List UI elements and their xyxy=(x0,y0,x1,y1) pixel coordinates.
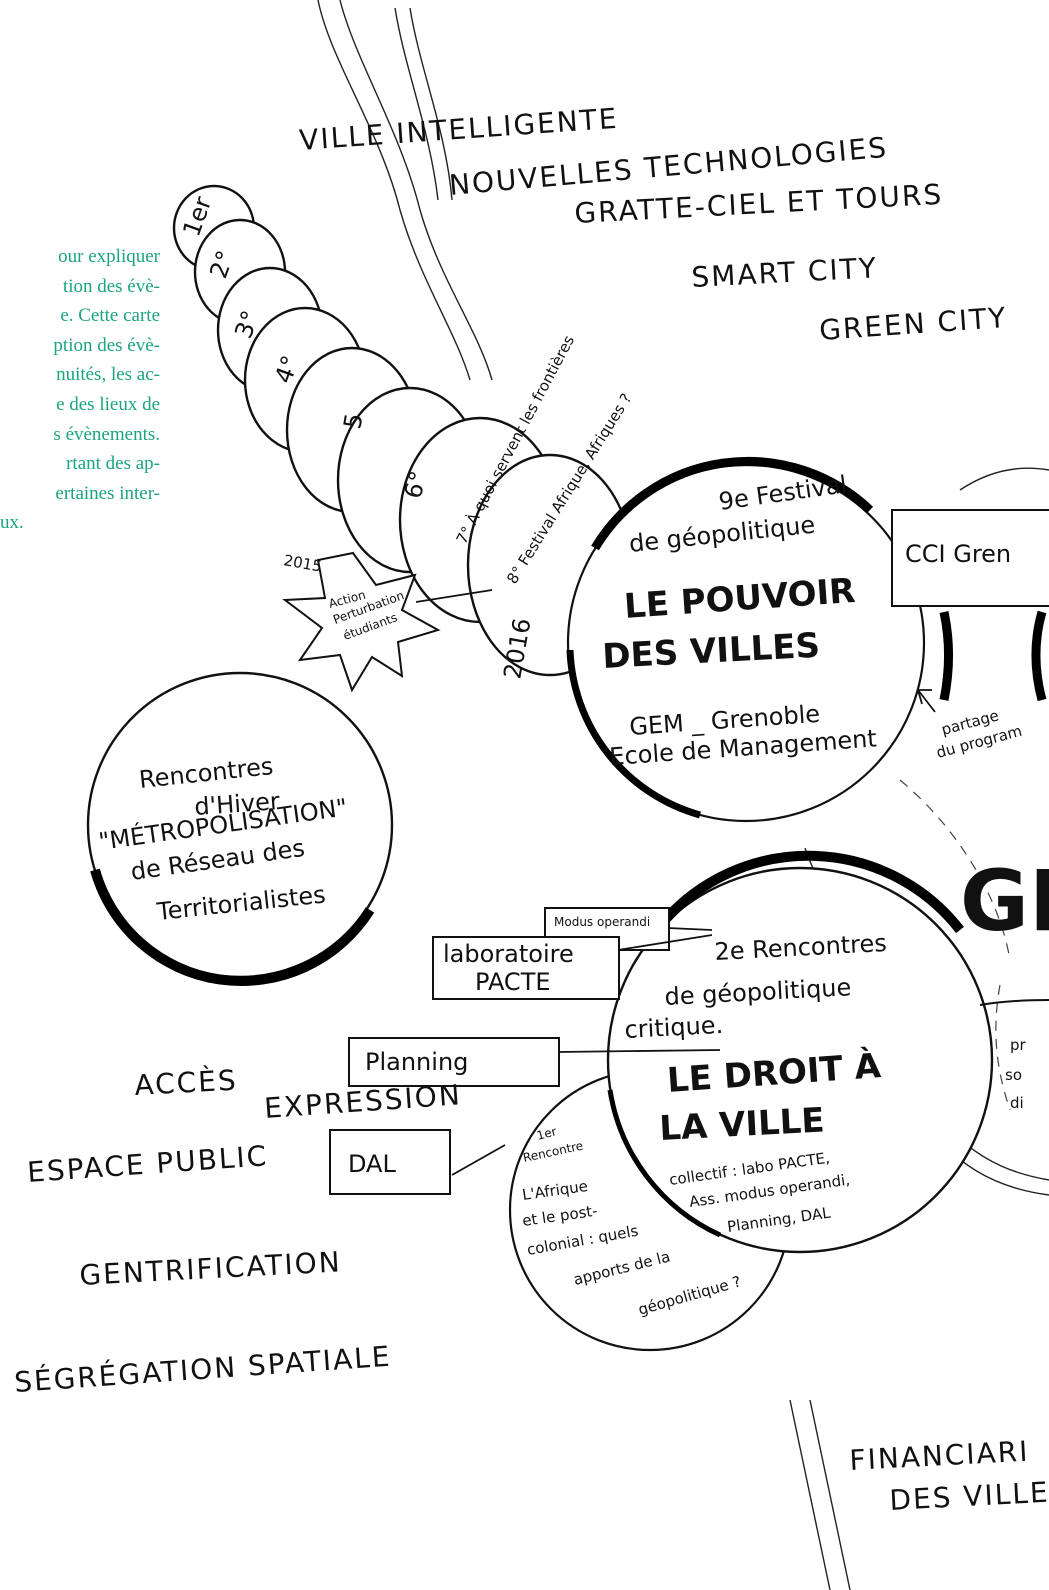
dal-connector xyxy=(451,1144,506,1176)
kw-smart-city: SMART CITY xyxy=(691,251,879,294)
sidebar-line: ption des évè- xyxy=(53,334,160,356)
modus-connector xyxy=(667,927,713,931)
bracket-right xyxy=(1031,610,1047,702)
sidebar-paragraph: our expliquer tion des évè- e. Cette car… xyxy=(0,242,160,538)
festival-9-thick-arc-low xyxy=(566,649,701,819)
labo-pacte-box xyxy=(432,936,620,1000)
planning-box xyxy=(348,1037,560,1087)
kw-segregation: SÉGRÉGATION SPATIALE xyxy=(13,1339,392,1399)
planning-connector xyxy=(557,1049,721,1053)
kw-ville-intelligente: VILLE INTELLIGENTE xyxy=(298,102,619,157)
sidebar-line: rtant des ap- xyxy=(66,453,160,475)
droit-ville-circle xyxy=(606,866,994,1254)
kw-acces: ACCÈS xyxy=(134,1063,239,1102)
dal-label: DAL xyxy=(348,1150,396,1178)
hiver-line-2: d'Hiver xyxy=(193,787,280,821)
star-shape xyxy=(282,551,441,693)
festival-9-thick-arc xyxy=(591,456,874,551)
sidebar-line: ertaines inter- xyxy=(55,482,160,504)
droit-ville-low-arc xyxy=(607,1089,722,1238)
planning-label: Planning xyxy=(365,1048,468,1076)
arrow-icon xyxy=(917,689,936,713)
connector-lines xyxy=(415,589,936,1176)
rencontres-hiver-thick-arc xyxy=(90,868,375,986)
right-di: di xyxy=(1010,1094,1024,1112)
right-pr: pr xyxy=(1010,1036,1027,1054)
sidebar-line: e. Cette carte xyxy=(60,305,160,327)
dal-box xyxy=(329,1129,451,1195)
kw-green-city: GREEN CITY xyxy=(818,301,1008,347)
edition-5-label: 5 xyxy=(338,411,368,431)
labo-connector xyxy=(617,934,713,951)
cci-box xyxy=(891,509,1049,607)
sidebar-line: our expliquer xyxy=(58,246,160,267)
right-partial-arc xyxy=(979,999,1049,1006)
sidebar-line: s évènements. xyxy=(53,423,160,445)
kw-espace-public: ESPACE PUBLIC xyxy=(26,1139,269,1189)
sidebar-line: e des lieux de xyxy=(56,393,160,415)
droit-title-2: LA VILLE xyxy=(658,1100,825,1149)
kw-financiarisation: FINANCIARI xyxy=(849,1435,1031,1477)
modus-label: Modus operandi xyxy=(554,915,650,929)
droit-ville-thick-arc xyxy=(661,850,964,934)
sidebar-line: nuités, les ac- xyxy=(56,364,160,386)
right-so: so xyxy=(1005,1066,1022,1084)
gr-label: GR xyxy=(960,852,1049,950)
dashed-arcs xyxy=(899,779,1011,1111)
bracket-left xyxy=(939,611,953,701)
cci-label: CCI Gren xyxy=(905,540,1011,568)
star-year: 2015 xyxy=(282,551,323,575)
premiere-line-1: 1er xyxy=(535,1124,558,1143)
sidebar-line: ux. xyxy=(0,512,24,534)
star-to-chain-line xyxy=(415,589,493,603)
kw-gentrification: GENTRIFICATION xyxy=(79,1245,343,1292)
droit-line-3: critique. xyxy=(624,1011,724,1044)
label-boxes xyxy=(329,907,670,1195)
kw-des-villes: DES VILLE xyxy=(889,1476,1049,1517)
edition-chain xyxy=(172,184,634,677)
labo-line-2: PACTE xyxy=(475,968,551,996)
sidebar-line: tion des évè- xyxy=(62,275,160,297)
labo-line-1: laboratoire xyxy=(443,940,574,968)
kw-expression: EXPRESSION xyxy=(263,1078,463,1125)
